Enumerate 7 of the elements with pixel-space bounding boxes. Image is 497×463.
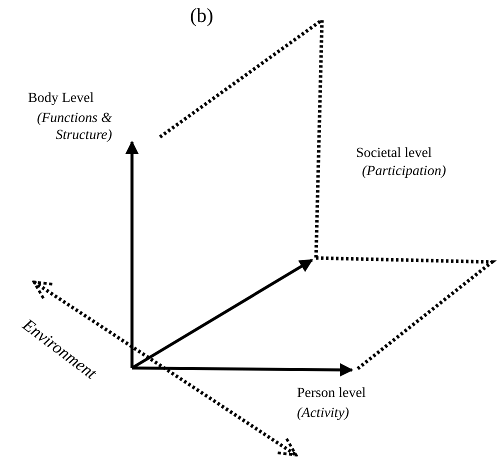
axis-label: Person level (297, 385, 366, 402)
axis-sublabel: (Functions & Structure) (36, 110, 112, 144)
axis-label: Societal level (356, 145, 432, 162)
axis-sublabel: (Activity) (297, 405, 350, 422)
axis-sublabel: (Participation) (362, 163, 446, 180)
axis-label: Body Level (28, 90, 94, 107)
panel-title: (b) (190, 4, 214, 28)
